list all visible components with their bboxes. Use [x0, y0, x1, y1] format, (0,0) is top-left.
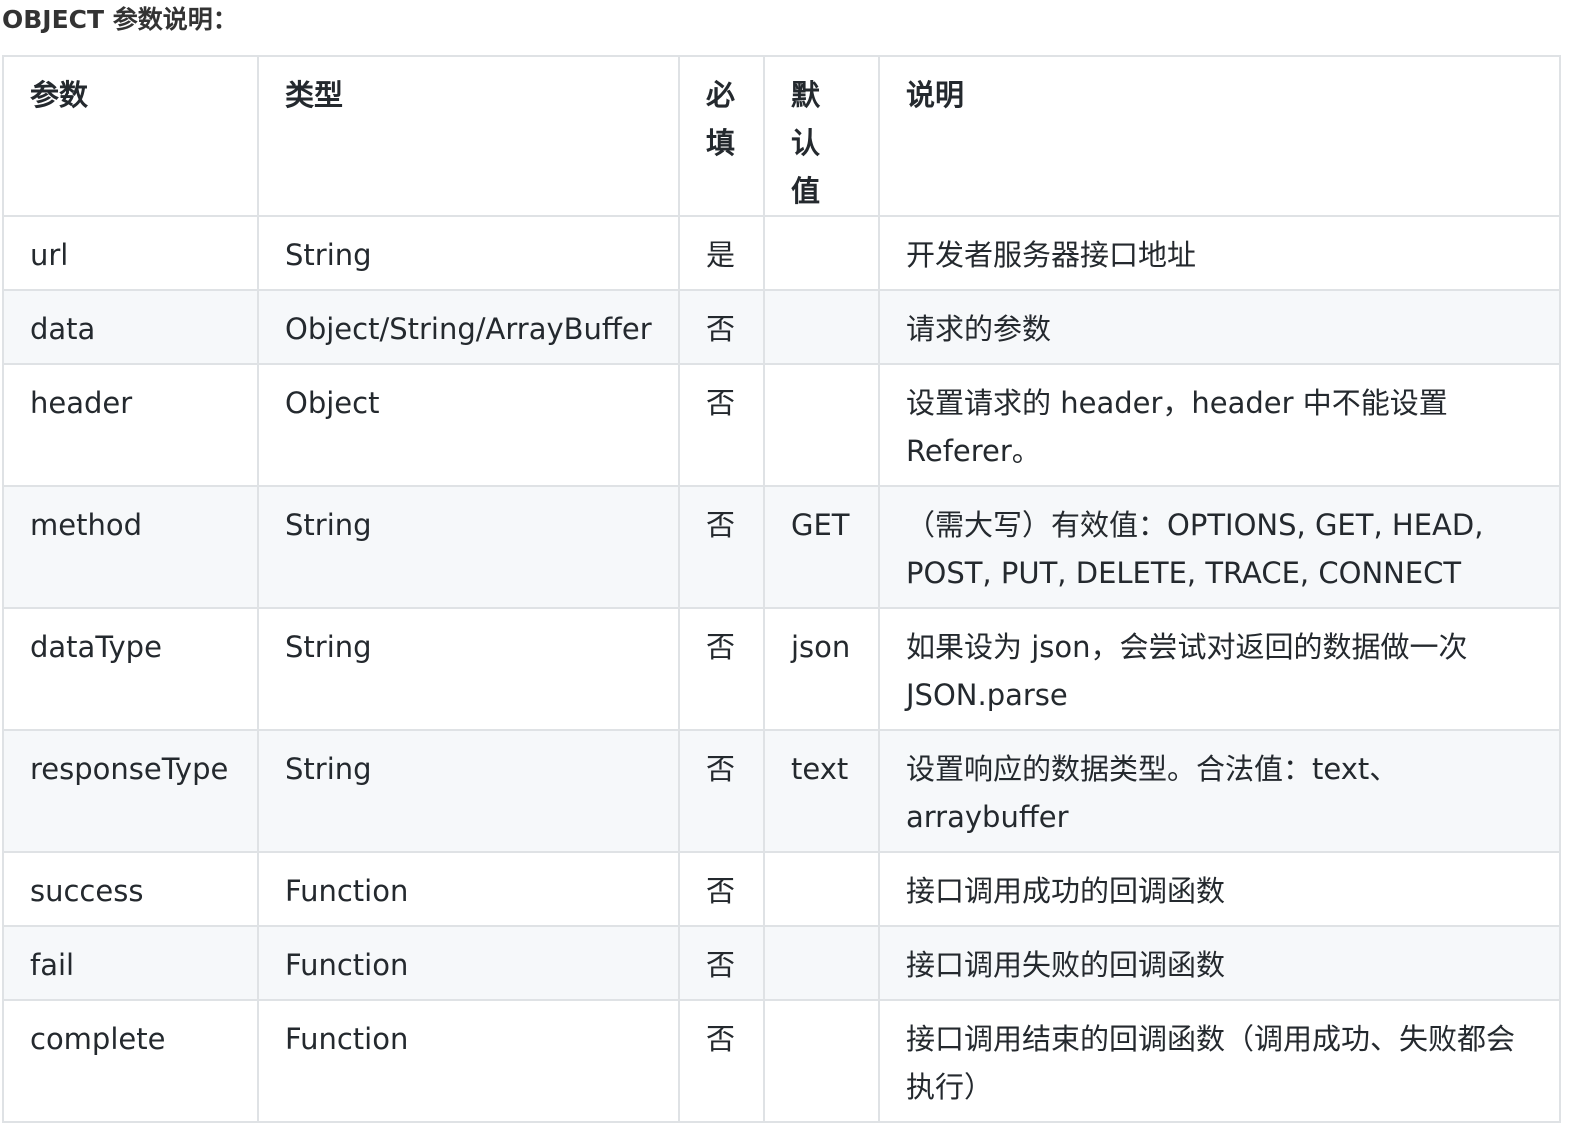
table-row: method String 否 GET （需大写）有效值：OPTIONS, GE…	[2, 485, 1561, 609]
table-row: dataType String 否 json 如果设为 json，会尝试对返回的…	[2, 607, 1561, 731]
cell-desc: 设置请求的 header，header 中不能设置 Referer。	[878, 363, 1561, 487]
cell-default: json	[763, 607, 880, 731]
cell-type: String	[257, 215, 680, 291]
header-desc: 说明	[878, 55, 1561, 217]
cell-required: 否	[678, 289, 765, 365]
object-params-table: 参数 类型 必填 默认值 说明 url String 是 开发者服务器接口地址 …	[2, 55, 1561, 1123]
cell-param: fail	[2, 925, 259, 1001]
table-row: responseType String 否 text 设置响应的数据类型。合法值…	[2, 729, 1561, 853]
cell-param: url	[2, 215, 259, 291]
cell-default	[763, 925, 880, 1001]
cell-desc: 如果设为 json，会尝试对返回的数据做一次 JSON.parse	[878, 607, 1561, 731]
cell-default	[763, 851, 880, 927]
cell-required: 否	[678, 485, 765, 609]
cell-param: complete	[2, 999, 259, 1123]
table-row: complete Function 否 接口调用结束的回调函数（调用成功、失败都…	[2, 999, 1561, 1123]
cell-param: dataType	[2, 607, 259, 731]
header-default-label: 默认值	[791, 78, 821, 208]
cell-desc: （需大写）有效值：OPTIONS, GET, HEAD, POST, PUT, …	[878, 485, 1561, 609]
cell-desc: 设置响应的数据类型。合法值：text、arraybuffer	[878, 729, 1561, 853]
table-row: fail Function 否 接口调用失败的回调函数	[2, 925, 1561, 1001]
cell-param: success	[2, 851, 259, 927]
cell-default	[763, 999, 880, 1123]
header-default: 默认值	[763, 55, 880, 217]
section-caption: OBJECT 参数说明：	[2, 5, 238, 34]
cell-default	[763, 215, 880, 291]
cell-required: 是	[678, 215, 765, 291]
cell-required: 否	[678, 729, 765, 853]
cell-param: data	[2, 289, 259, 365]
cell-type: Object	[257, 363, 680, 487]
cell-type: String	[257, 729, 680, 853]
header-required-label: 必填	[706, 78, 736, 160]
cell-desc: 请求的参数	[878, 289, 1561, 365]
cell-default	[763, 289, 880, 365]
cell-param: method	[2, 485, 259, 609]
cell-required: 否	[678, 925, 765, 1001]
table-row: data Object/String/ArrayBuffer 否 请求的参数	[2, 289, 1561, 365]
cell-required: 否	[678, 851, 765, 927]
cell-default: text	[763, 729, 880, 853]
cell-type: String	[257, 607, 680, 731]
header-required: 必填	[678, 55, 765, 217]
table-row: url String 是 开发者服务器接口地址	[2, 215, 1561, 291]
cell-default: GET	[763, 485, 880, 609]
header-type: 类型	[257, 55, 680, 217]
header-param: 参数	[2, 55, 259, 217]
cell-type: Function	[257, 851, 680, 927]
cell-default	[763, 363, 880, 487]
cell-desc: 接口调用失败的回调函数	[878, 925, 1561, 1001]
cell-type: Function	[257, 999, 680, 1123]
cell-type: String	[257, 485, 680, 609]
cell-required: 否	[678, 363, 765, 487]
cell-type: Function	[257, 925, 680, 1001]
table-header-row: 参数 类型 必填 默认值 说明	[2, 55, 1561, 217]
cell-param: responseType	[2, 729, 259, 853]
table-row: header Object 否 设置请求的 header，header 中不能设…	[2, 363, 1561, 487]
cell-desc: 接口调用成功的回调函数	[878, 851, 1561, 927]
cell-required: 否	[678, 607, 765, 731]
table-row: success Function 否 接口调用成功的回调函数	[2, 851, 1561, 927]
cell-desc: 接口调用结束的回调函数（调用成功、失败都会执行）	[878, 999, 1561, 1123]
cell-required: 否	[678, 999, 765, 1123]
cell-type: Object/String/ArrayBuffer	[257, 289, 680, 365]
cell-desc: 开发者服务器接口地址	[878, 215, 1561, 291]
cell-param: header	[2, 363, 259, 487]
